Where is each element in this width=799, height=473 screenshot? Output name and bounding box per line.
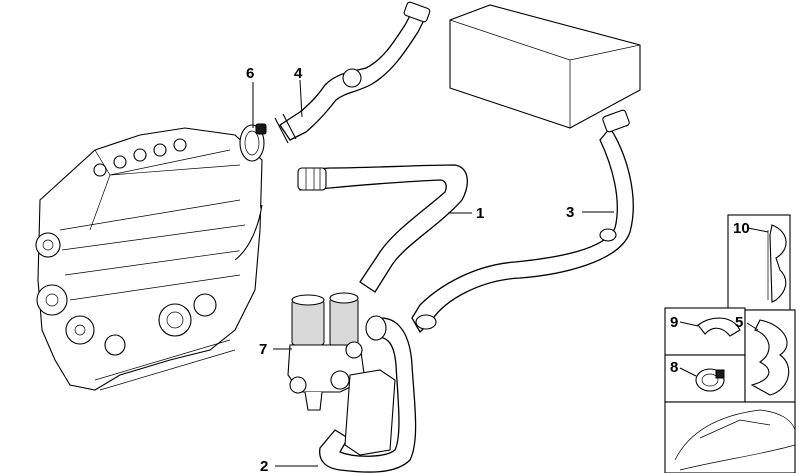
clamp-part-6: [239, 123, 267, 162]
hose-part-1: [297, 164, 468, 293]
callout-8: 8: [670, 359, 678, 376]
callout-3: 3: [566, 204, 574, 221]
engine-illustration: [35, 127, 263, 391]
callout-10: 10: [733, 220, 750, 237]
inset-part-10: [727, 214, 791, 311]
hose-part-3: [411, 109, 634, 333]
callout-4: 4: [294, 65, 303, 82]
valve-part-7: [287, 292, 366, 411]
hose-part-4: [274, 1, 431, 144]
heater-box-illustration: [449, 4, 641, 129]
inset-part-8: [664, 354, 746, 403]
callout-2: 2: [260, 458, 268, 473]
callout-5: 5: [735, 314, 743, 331]
leader-lines: [252, 79, 769, 467]
hose-part-2: [319, 315, 417, 473]
callout-6: 6: [246, 65, 254, 82]
inset-car: [664, 401, 796, 473]
callout-1: 1: [476, 205, 484, 222]
callout-9: 9: [670, 314, 678, 331]
inset-part-5: [744, 309, 796, 403]
callout-7: 7: [259, 341, 267, 358]
